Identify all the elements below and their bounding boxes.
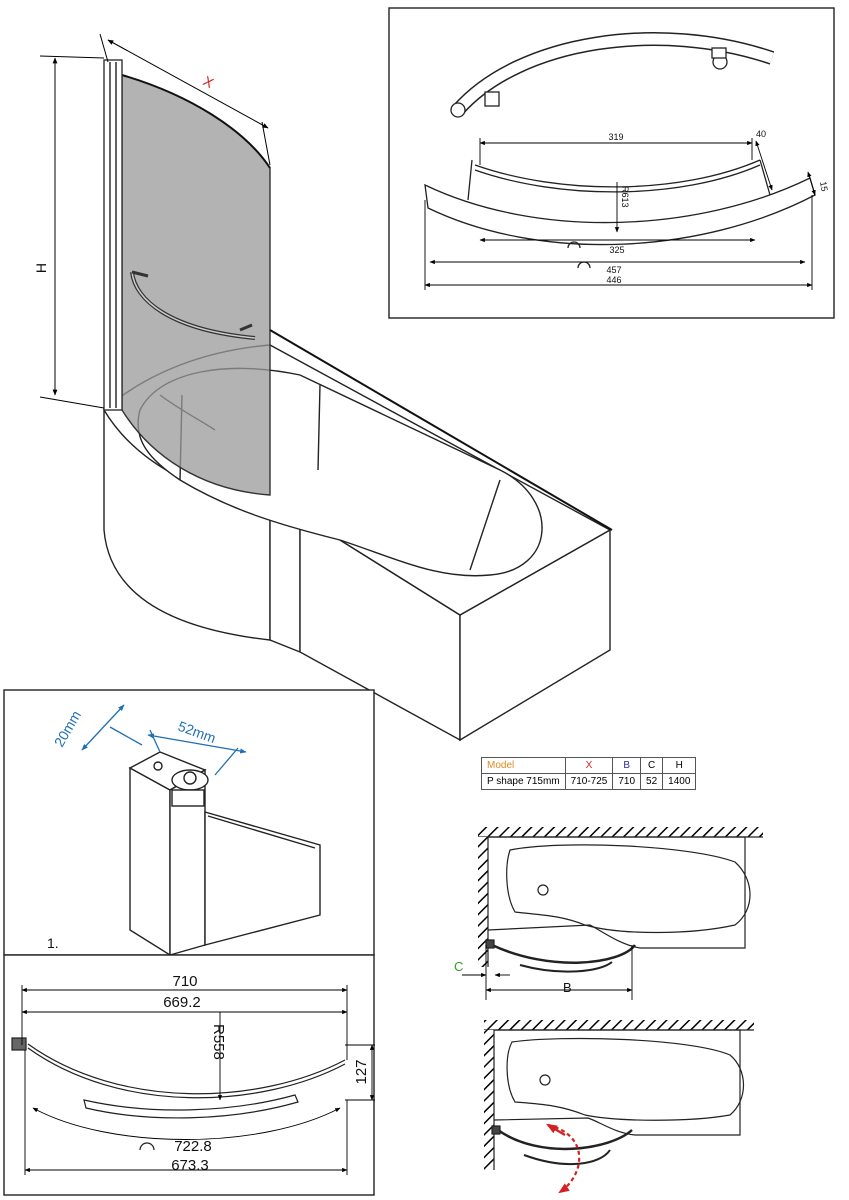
rail-offset: 40 xyxy=(756,129,766,139)
plan-screen-arc xyxy=(27,1043,346,1095)
top-view-dimensions xyxy=(462,945,633,1000)
plan-top-width: 710 xyxy=(172,973,197,990)
top-view-b-label: B xyxy=(563,980,572,995)
spec-b: 710 xyxy=(612,773,642,790)
rail-detail-drawing xyxy=(424,32,816,269)
glass-screen-panel xyxy=(121,74,271,496)
height-label: H xyxy=(33,263,49,273)
spec-model: P shape 715mm xyxy=(481,773,566,790)
header-text: X xyxy=(585,760,593,771)
hinge-detail-drawing xyxy=(128,751,321,957)
swing-arrow xyxy=(547,1123,581,1194)
rail-mid-width: 457 xyxy=(606,265,621,275)
plan-radius: R558 xyxy=(210,1024,227,1060)
wall-profile xyxy=(103,59,123,411)
header-text: Model xyxy=(487,760,515,771)
rail-radius: R613 xyxy=(620,186,630,208)
spec-header-c: C xyxy=(640,757,664,774)
spec-x: 710-725 xyxy=(564,773,614,790)
rail-side: 15 xyxy=(818,181,830,193)
header-text: H xyxy=(675,760,683,771)
top-view-installation xyxy=(478,827,763,973)
width-x-label: X xyxy=(201,73,217,92)
rail-dimension-lines xyxy=(424,138,816,290)
spec-table: Model X B C H P shape 715mm 710-725 710 … xyxy=(481,757,697,790)
plan-second-width: 669.2 xyxy=(163,994,201,1011)
spec-header-b: B xyxy=(612,757,642,774)
spec-c: 52 xyxy=(640,773,664,790)
header-text: B xyxy=(623,760,631,771)
spec-header-x: X xyxy=(564,757,614,774)
top-view-swing xyxy=(484,1020,754,1170)
top-view-bath-outline xyxy=(487,836,746,949)
spec-header-model: Model xyxy=(481,757,566,774)
spec-table-header: Model X B C H xyxy=(481,757,697,774)
plan-bottom-width: 673.3 xyxy=(171,1157,209,1174)
main-dimensions xyxy=(39,33,271,409)
plan-arc-width: 722.8 xyxy=(174,1138,212,1155)
hinge-dimensions xyxy=(81,704,247,776)
spec-h: 1400 xyxy=(662,773,697,790)
plan-depth: 127 xyxy=(353,1059,370,1084)
header-text: C xyxy=(647,760,656,771)
step-label: 1. xyxy=(47,935,59,951)
rail-inner-width: 325 xyxy=(609,245,624,255)
plan-dimension-lines xyxy=(21,985,375,1175)
spec-table-row: P shape 715mm 710-725 710 52 1400 xyxy=(481,773,697,790)
spec-header-h: H xyxy=(662,757,697,774)
bath-isometric-drawing xyxy=(103,59,613,742)
rail-top-width: 319 xyxy=(608,132,623,142)
rail-outer-width: 446 xyxy=(606,275,621,285)
top-view-c-label: C xyxy=(454,959,463,974)
top-view-screen-arc xyxy=(491,943,636,964)
hinge-glass xyxy=(204,811,321,946)
hinge-profile xyxy=(129,766,171,957)
